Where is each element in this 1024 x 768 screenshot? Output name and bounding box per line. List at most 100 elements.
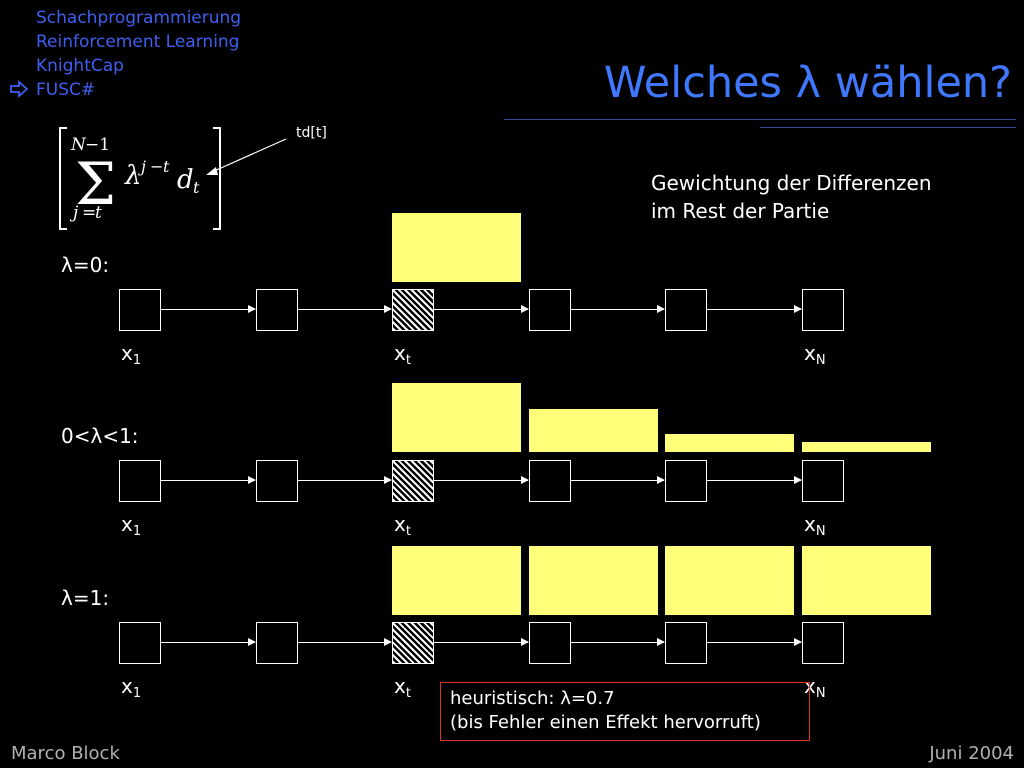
arrow-right-icon <box>10 80 29 98</box>
transition-arrow <box>298 638 392 646</box>
nav-item-label: FUSC# <box>36 80 96 100</box>
node-label-subscript: t <box>405 686 411 701</box>
state-node <box>256 460 298 502</box>
svg-text:=: = <box>82 203 96 223</box>
slide-navigation: Schachprogrammierung Reinforcement Learn… <box>10 6 242 102</box>
node-label-current: xt <box>394 341 411 368</box>
weighting-caption: Gewichtung der Differenzen im Rest der P… <box>651 169 932 225</box>
state-node <box>119 460 161 502</box>
node-label-base: x <box>394 674 406 698</box>
note-line-1: heuristisch: λ=0.7 <box>450 688 615 709</box>
lambda-row-label: 0<λ<1: <box>61 424 139 448</box>
state-node-current <box>392 622 434 664</box>
node-label-subscript: N <box>815 524 826 539</box>
state-node-current <box>392 289 434 331</box>
state-node <box>529 289 571 331</box>
weight-bar <box>529 546 658 615</box>
note-line-2: (bis Fehler einen Effekt hervorruft) <box>450 712 761 733</box>
nav-item-reinforcement-learning[interactable]: Reinforcement Learning <box>36 32 240 52</box>
weight-bar <box>665 546 794 615</box>
node-label-first: x1 <box>121 341 141 368</box>
node-label-subscript: 1 <box>132 524 142 539</box>
svg-text:−: − <box>150 157 163 176</box>
weight-bar <box>802 442 931 452</box>
node-label-base: x <box>121 341 133 365</box>
transition-arrow <box>434 476 529 484</box>
td-sum-formula: N −1 Σ j = t λ j − t d t <box>59 127 221 230</box>
heuristic-note: heuristisch: λ=0.7 (bis Fehler einen Eff… <box>440 682 810 741</box>
state-node <box>802 289 844 331</box>
nav-item-knightcap[interactable]: KnightCap <box>36 56 124 76</box>
node-label-subscript: t <box>405 353 411 368</box>
transition-arrow <box>707 638 802 646</box>
transition-arrow <box>434 305 529 313</box>
svg-text:t: t <box>193 178 200 197</box>
node-label-base: x <box>394 512 406 536</box>
node-label-first: x1 <box>121 674 141 701</box>
weight-bar <box>392 546 521 615</box>
state-node <box>665 460 707 502</box>
transition-arrow <box>571 638 665 646</box>
transition-arrow <box>571 305 665 313</box>
state-node <box>529 460 571 502</box>
title-divider-short <box>760 127 1016 128</box>
state-node <box>665 622 707 664</box>
transition-arrow <box>298 305 392 313</box>
node-label-base: x <box>804 512 816 536</box>
nav-item-schachprogrammierung[interactable]: Schachprogrammierung <box>36 8 242 28</box>
node-label-subscript: N <box>815 686 826 701</box>
svg-text:t: t <box>95 203 102 223</box>
caption-line-2: im Rest der Partie <box>651 199 830 223</box>
node-label-subscript: t <box>405 524 411 539</box>
node-label-subscript: 1 <box>132 353 142 368</box>
svg-text:N: N <box>70 135 87 155</box>
transition-arrow <box>161 638 256 646</box>
node-label-base: x <box>121 512 133 536</box>
weight-bar <box>802 546 931 615</box>
state-node <box>665 289 707 331</box>
transition-arrow <box>298 476 392 484</box>
state-node <box>802 460 844 502</box>
state-node <box>256 622 298 664</box>
node-label-current: xt <box>394 674 411 701</box>
node-label-subscript: N <box>815 353 826 368</box>
transition-arrow <box>161 305 256 313</box>
svg-text:−1: −1 <box>85 135 110 155</box>
lambda-row-label: λ=1: <box>61 586 110 610</box>
node-label-subscript: 1 <box>132 686 142 701</box>
node-label-last: xN <box>804 341 826 368</box>
lambda-row-label: λ=0: <box>61 253 110 277</box>
transition-arrow <box>571 476 665 484</box>
state-node <box>529 622 571 664</box>
node-label-base: x <box>394 341 406 365</box>
svg-text:j: j <box>69 203 79 223</box>
svg-text:Σ: Σ <box>75 150 116 218</box>
node-label-base: x <box>121 674 133 698</box>
slide-title: Welches λ wählen? <box>603 58 1012 108</box>
title-divider <box>504 119 1016 120</box>
transition-arrow <box>707 476 802 484</box>
transition-arrow <box>707 305 802 313</box>
date-footer: Juni 2004 <box>929 743 1014 764</box>
node-label-last: xN <box>804 512 826 539</box>
transition-arrow <box>161 476 256 484</box>
node-label-base: x <box>804 341 816 365</box>
td-annotation-label: td[t] <box>296 125 327 141</box>
node-label-first: x1 <box>121 512 141 539</box>
svg-text:t: t <box>163 157 170 176</box>
weight-bar <box>665 434 794 452</box>
weight-bar <box>392 213 521 282</box>
nav-item-fusc[interactable]: FUSC# <box>10 78 241 102</box>
state-node-current <box>392 460 434 502</box>
weight-bar <box>529 409 658 452</box>
transition-arrow <box>434 638 529 646</box>
svg-text:λ: λ <box>124 161 141 191</box>
svg-text:d: d <box>177 165 194 195</box>
svg-text:j: j <box>138 157 146 176</box>
state-node <box>802 622 844 664</box>
state-node <box>256 289 298 331</box>
state-node <box>119 622 161 664</box>
author-footer: Marco Block <box>11 743 120 764</box>
node-label-current: xt <box>394 512 411 539</box>
